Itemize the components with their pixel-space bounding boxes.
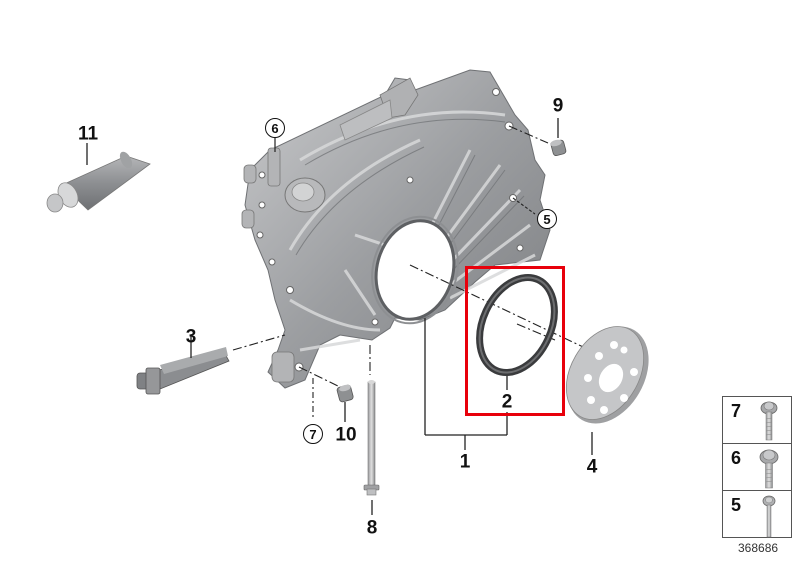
callout-2[interactable]: 2 [501, 391, 513, 413]
legend-row-7[interactable]: 7 [723, 397, 791, 444]
sealant-tube-part[interactable] [46, 143, 151, 213]
timing-case-cover[interactable] [241, 69, 551, 389]
callout-5-circled[interactable]: 5 [537, 209, 557, 229]
diagram-number: 368686 [738, 541, 779, 555]
highlight-box-part-2 [465, 266, 565, 416]
bolt-slim-icon [762, 495, 776, 538]
callout-7-circled[interactable]: 7 [303, 424, 323, 444]
shaft-seal-ring-part[interactable] [465, 265, 569, 390]
callout-4[interactable]: 4 [586, 456, 598, 478]
legend-label: 7 [731, 401, 742, 421]
callout-3[interactable]: 3 [185, 326, 197, 348]
callout-8[interactable]: 8 [366, 517, 378, 539]
long-bolt-part[interactable] [363, 380, 380, 515]
dowel-sleeve-upper-part[interactable] [549, 118, 567, 157]
callout-11[interactable]: 11 [77, 123, 99, 145]
increment-wheel-part[interactable] [551, 312, 666, 455]
legend-label: 5 [731, 495, 742, 515]
legend-label: 6 [731, 448, 742, 468]
flange-bolt-icon [760, 401, 778, 441]
flange-bolt-large-icon [759, 449, 779, 489]
callout-9[interactable]: 9 [552, 95, 564, 117]
legend-row-6[interactable]: 6 [723, 444, 791, 491]
callout-10[interactable]: 10 [335, 424, 357, 446]
dowel-sleeve-lower-part[interactable] [336, 384, 354, 422]
sensor-part[interactable] [136, 335, 230, 395]
legend-row-5[interactable]: 5 [723, 491, 791, 538]
callout-1[interactable]: 1 [459, 451, 471, 473]
callout-6-circled[interactable]: 6 [265, 118, 285, 138]
fastener-legend: 7 6 5 [722, 396, 792, 538]
